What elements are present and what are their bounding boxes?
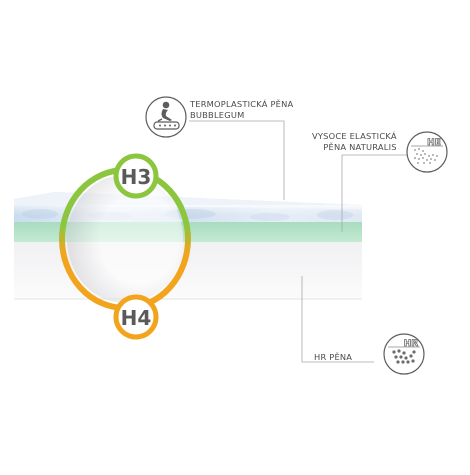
he-foam-structure-icon: HE [406, 131, 448, 173]
leader-line-vysoce [341, 154, 407, 232]
layer-termoplasticka-shine [14, 205, 362, 215]
hr-badge-text: HR [404, 339, 419, 349]
label-vysoce-elasticka: VYSOCE ELASTICKÁ PĚNA NATURALIS [312, 131, 397, 153]
leader-line-hr [301, 276, 374, 363]
badge-h3-label: H3 [121, 165, 152, 189]
badge-h4-label: H4 [121, 306, 152, 330]
label-hr: HR PĚNA [314, 352, 352, 363]
he-badge-text: HE [427, 138, 441, 148]
label-vysoce-elasticka-line1: VYSOCE ELASTICKÁ [312, 131, 397, 141]
label-termoplasticka: TERMOPLASTICKÁ PĚNA BUBBLEGUM [190, 99, 293, 121]
label-hr-line1: HR PĚNA [314, 352, 353, 362]
badge-h4: H4 [113, 294, 159, 340]
label-termoplasticka-line1: TERMOPLASTICKÁ PĚNA [190, 99, 294, 109]
hr-foam-structure-icon: HR [383, 333, 425, 375]
ring-inner-fill [67, 175, 183, 303]
label-termoplasticka-line2: BUBBLEGUM [190, 110, 245, 120]
badge-h3: H3 [113, 153, 159, 199]
label-vysoce-elasticka-line2: PĚNA NATURALIS [323, 142, 397, 152]
leader-lines [189, 120, 407, 363]
leader-line-termo [189, 120, 285, 200]
sleeping-person-on-foam-icon [145, 96, 187, 138]
